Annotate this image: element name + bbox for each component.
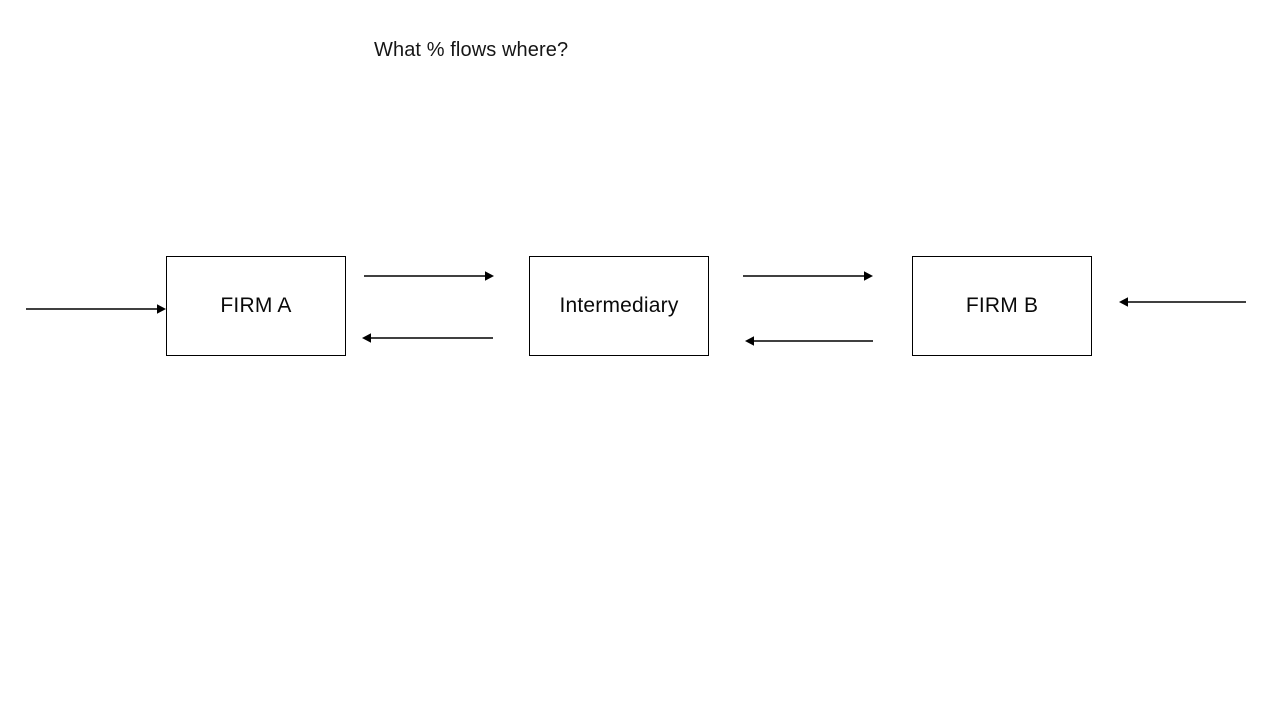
arrow-firm-a-to-intermediary <box>364 271 494 281</box>
arrow-intermediary-to-firm-a <box>362 333 493 343</box>
node-intermediary[interactable]: Intermediary <box>529 256 709 356</box>
node-firm-b-label: FIRM B <box>965 294 1039 317</box>
arrow-outflow-from-firm-b <box>1119 297 1246 307</box>
node-firm-b[interactable]: FIRM B <box>912 256 1092 356</box>
node-firm-a[interactable]: FIRM A <box>166 256 346 356</box>
arrow-inflow-to-firm-a <box>26 304 166 314</box>
node-firm-a-label: FIRM A <box>220 294 292 317</box>
page-title: What % flows where? <box>374 39 569 61</box>
arrow-intermediary-to-firm-b <box>743 271 873 281</box>
node-intermediary-label: Intermediary <box>559 294 679 317</box>
arrow-firm-b-to-intermediary <box>745 336 873 346</box>
